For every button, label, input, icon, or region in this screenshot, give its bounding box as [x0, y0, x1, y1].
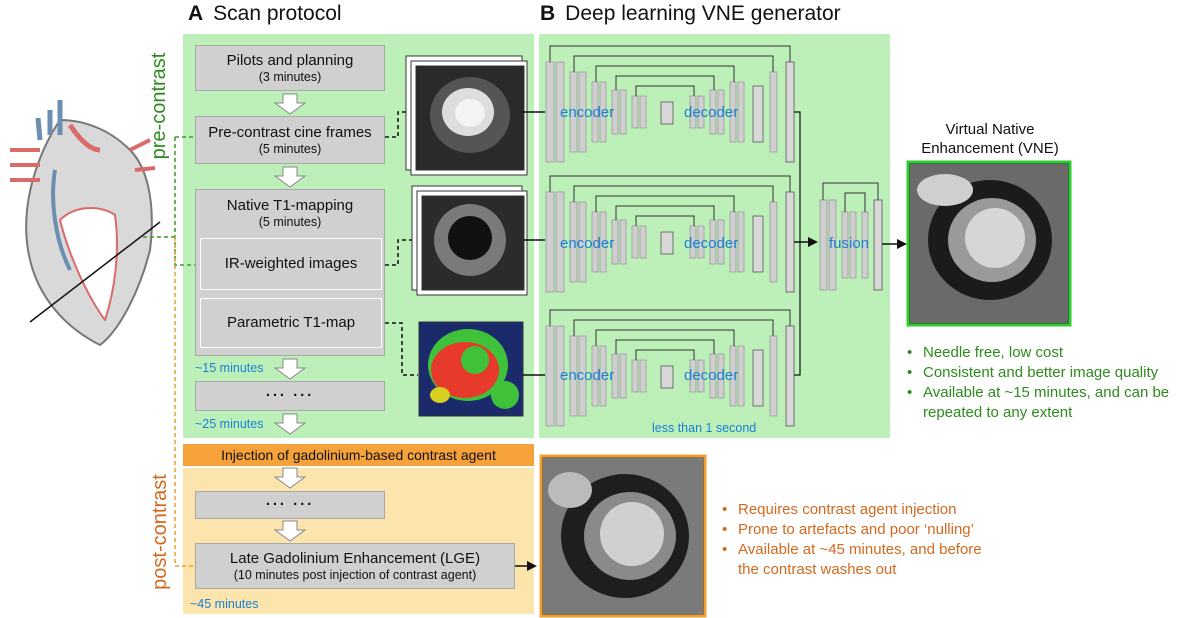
time-15: ~15 minutes: [195, 361, 264, 375]
unet-middle-skips: [549, 175, 791, 226]
t1-map-image: [418, 321, 524, 417]
heart-icon: [10, 100, 161, 346]
benefit-item: Available at ~15 minutes, and can be: [907, 383, 1169, 403]
panel-b-letter: B: [540, 2, 556, 25]
encoder-label-top: encoder: [560, 104, 615, 121]
panel-b-text: Deep learning VNE generator: [565, 2, 841, 25]
decoder-label-bottom: decoder: [684, 367, 739, 384]
lge-title: Late Gadolinium Enhancement (LGE): [229, 549, 481, 567]
drawback-item: Available at ~45 minutes, and before: [722, 540, 982, 560]
encoder-label-bottom: encoder: [560, 367, 615, 384]
speed-label: less than 1 second: [652, 421, 757, 435]
cine-box: Pre-contrast cine frames (5 minutes): [195, 116, 385, 164]
vne-title-line2: Enhancement (VNE): [921, 140, 1059, 157]
cine-image-stack: [405, 55, 528, 176]
t1-image-stack: [411, 185, 528, 296]
lge-image: [539, 454, 707, 618]
ellipsis-1: ··· ···: [265, 387, 315, 404]
panel-a-letter: A: [188, 2, 204, 25]
cine-title: Pre-contrast cine frames: [208, 123, 372, 141]
vne-title: Virtual Native Enhancement (VNE): [905, 120, 1075, 158]
fusion-net: [819, 199, 883, 291]
panel-a-text: Scan protocol: [213, 2, 342, 25]
unet-top: [545, 61, 795, 163]
drawback-item: Prone to artefacts and poor ‘nulling’: [722, 520, 982, 540]
t1-duration: (5 minutes): [258, 215, 322, 229]
time-25: ~25 minutes: [195, 417, 264, 431]
t1-title: Native T1-mapping: [226, 197, 354, 214]
lge-detail: (10 minutes post injection of contrast a…: [233, 567, 477, 582]
encoder-label-middle: encoder: [560, 235, 615, 252]
panel-b-title: B Deep learning VNE generator: [540, 2, 841, 26]
ellipsis-box-2: ··· ···: [195, 491, 385, 519]
ir-box: IR-weighted images: [200, 238, 382, 290]
unet-bottom: [545, 325, 795, 427]
vne-image: [906, 160, 1072, 327]
time-45: ~45 minutes: [190, 597, 259, 611]
ellipsis-box-1: ··· ···: [195, 381, 385, 411]
lge-box: Late Gadolinium Enhancement (LGE) (10 mi…: [195, 543, 515, 589]
panel-a-title: A Scan protocol: [188, 2, 342, 26]
drawback-item-continued: the contrast washes out: [738, 561, 897, 578]
vne-title-line1: Virtual Native: [945, 121, 1035, 138]
benefit-item: Needle free, low cost: [907, 343, 1169, 363]
drawback-item: Requires contrast agent injection: [722, 500, 982, 520]
decoder-label-middle: decoder: [684, 235, 739, 252]
benefit-item: Consistent and better image quality: [907, 363, 1169, 383]
pilots-box: Pilots and planning (3 minutes): [195, 45, 385, 91]
pilots-title: Pilots and planning: [226, 51, 354, 69]
pilots-duration: (3 minutes): [258, 69, 322, 84]
lge-drawbacks: Requires contrast agent injection Prone …: [722, 500, 982, 580]
injection-bar: Injection of gadolinium-based contrast a…: [183, 444, 534, 466]
fusion-label: fusion: [829, 235, 870, 252]
ellipsis-2: ··· ···: [265, 496, 315, 513]
benefit-item-continued: repeated to any extent: [923, 404, 1073, 421]
unet-top-skips: [549, 45, 791, 96]
cine-duration: (5 minutes): [258, 141, 322, 156]
parametric-title: Parametric T1-map: [226, 314, 356, 331]
unet-bottom-skips: [549, 309, 791, 360]
unet-middle: [545, 191, 795, 293]
decoder-label-top: decoder: [684, 104, 739, 121]
parametric-box: Parametric T1-map: [200, 298, 382, 348]
vne-benefits: Needle free, low cost Consistent and bet…: [907, 343, 1169, 423]
ir-title: IR-weighted images: [224, 255, 358, 272]
